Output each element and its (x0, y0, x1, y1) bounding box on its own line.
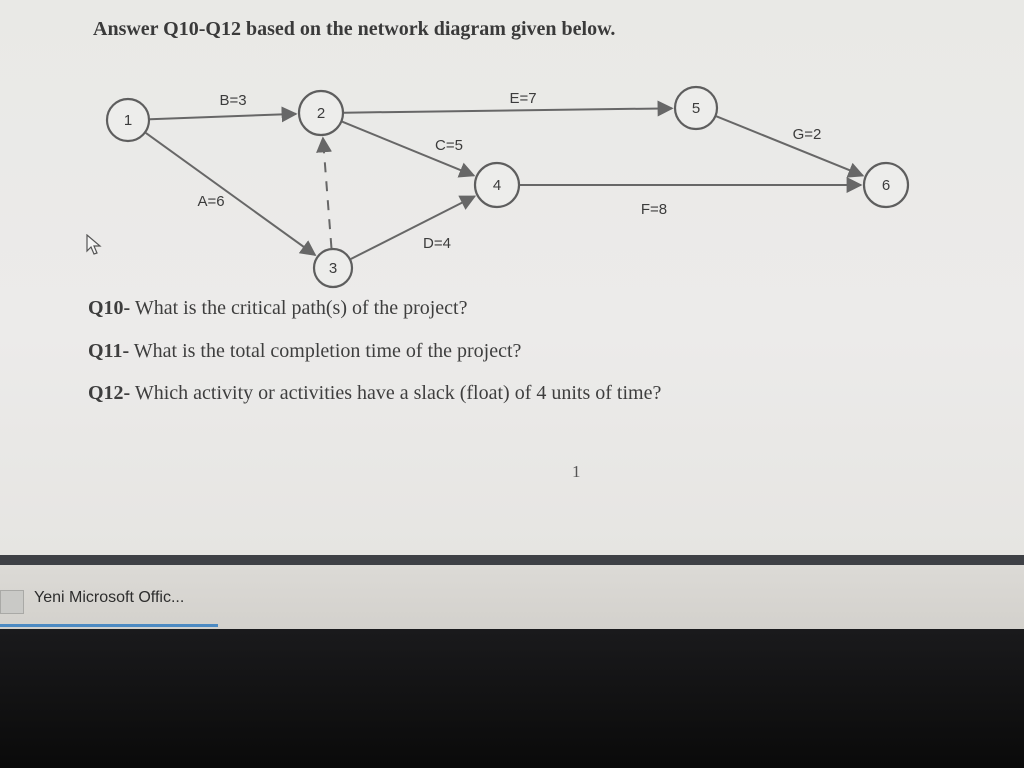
node-label: 3 (329, 260, 337, 277)
activity-label-1-2: B=3 (219, 92, 246, 109)
page-heading: Answer Q10-Q12 based on the network diag… (93, 18, 616, 40)
document-icon (0, 590, 24, 614)
activity-arrow-5-6 (716, 115, 865, 178)
node-3: 3 (312, 247, 354, 289)
question-q10: Q10- What is the critical path(s) of the… (88, 297, 468, 320)
node-label: 5 (692, 100, 700, 117)
node-circle (105, 97, 151, 143)
activity-arrow-1-3 (145, 132, 317, 257)
question-text: What is the total completion time of the… (129, 340, 522, 362)
node-circle (312, 247, 354, 289)
activity-arrow-3-4 (350, 195, 477, 260)
dummy-activity-arrow (316, 136, 333, 249)
taskbar: Yeni Microsoft Offic... (0, 565, 1024, 629)
activity-arrow-1-2 (149, 106, 298, 123)
node-5: 5 (673, 85, 719, 131)
activity-label-2-5: E=7 (509, 90, 536, 107)
activity-arrow-2-5 (343, 100, 674, 117)
page-number: 1 (572, 462, 581, 481)
activity-arrow-2-4 (341, 120, 476, 178)
question-number: Q11- (88, 340, 130, 362)
activity-label-1-3: A=6 (197, 193, 224, 210)
node-circle (297, 89, 345, 137)
active-indicator (0, 624, 218, 627)
node-6: 6 (862, 161, 910, 209)
question-text: What is the critical path(s) of the proj… (130, 297, 468, 319)
node-circle (862, 161, 910, 209)
node-circle (673, 85, 719, 131)
activity-label-2-4: C=5 (435, 137, 463, 154)
document-page: Answer Q10-Q12 based on the network diag… (0, 0, 1024, 555)
node-label: 2 (317, 105, 325, 122)
network-diagram: 1 2 3 4 5 6 B=3A=6 E=7C=5D=4 F=8 G=2 (105, 85, 910, 289)
taskbar-item-label: Yeni Microsoft Offic... (34, 589, 185, 606)
node-4: 4 (473, 161, 521, 209)
question-number: Q10- (88, 297, 131, 319)
activity-label-3-4: D=4 (423, 235, 451, 252)
question-number: Q12- (88, 382, 131, 404)
window-divider (0, 555, 1024, 565)
activity-label-4-6: F=8 (641, 201, 667, 218)
question-text: Which activity or activities have a slac… (130, 382, 662, 404)
question-q11: Q11- What is the total completion time o… (88, 340, 521, 363)
node-label: 1 (124, 112, 132, 129)
monitor-bezel (0, 629, 1024, 768)
node-label: 4 (493, 177, 501, 194)
node-circle (473, 161, 521, 209)
taskbar-item-office-document[interactable]: Yeni Microsoft Offic... (0, 575, 218, 627)
node-label: 6 (882, 177, 890, 194)
activity-label-5-6: G=2 (793, 126, 822, 143)
mouse-pointer-icon (86, 234, 102, 255)
node-2: 2 (297, 89, 345, 137)
node-1: 1 (105, 97, 151, 143)
question-q12: Q12- Which activity or activities have a… (88, 382, 661, 405)
